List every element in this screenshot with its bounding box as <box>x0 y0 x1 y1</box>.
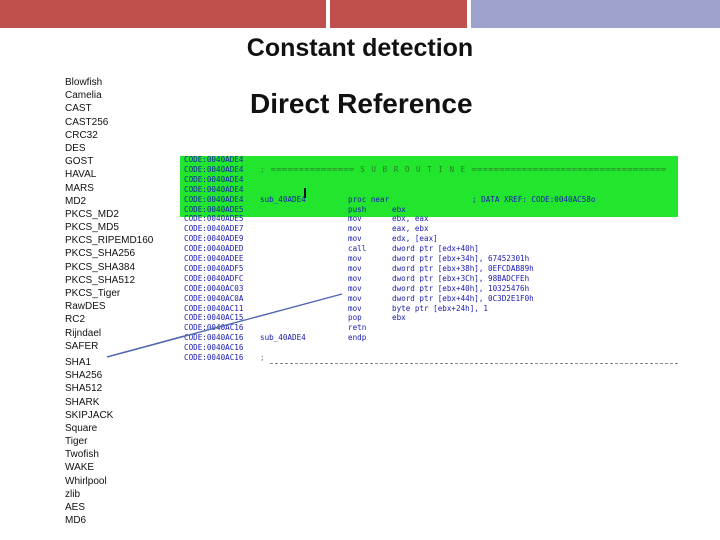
algorithm-item: RC2 <box>65 314 86 326</box>
algorithm-item: Whirlpool <box>65 475 107 487</box>
code-mnemonic: endp <box>348 333 367 343</box>
code-comment: ; DATA XREF: CODE:0040AC58o <box>472 194 596 204</box>
code-label: sub_40ADE4 <box>260 333 306 343</box>
algorithm-item: RawDES <box>65 301 106 313</box>
algorithm-item: SKIPJACK <box>65 409 114 421</box>
code-mnemonic: mov <box>348 283 362 293</box>
code-address: CODE:0040ADFC <box>184 273 244 283</box>
algorithm-item: AES <box>65 502 86 513</box>
code-operands: dword ptr [ebx+40h], 10325476h <box>392 283 530 293</box>
header-bar-middle <box>330 0 467 28</box>
algorithm-item: SHARK <box>65 396 100 408</box>
code-mnemonic: mov <box>348 303 362 313</box>
code-mnemonic: mov <box>348 263 362 273</box>
text-cursor <box>304 188 306 198</box>
code-separator: ; <box>260 353 266 362</box>
code-address: CODE:0040ADE5 <box>184 214 244 224</box>
code-operands: dword ptr [edx+40h] <box>392 244 479 254</box>
code-operands: ebx, eax <box>392 214 429 224</box>
code-operands: ebx <box>392 313 406 323</box>
algorithm-item: SHA256 <box>65 370 103 382</box>
code-address: CODE:0040ADE4 <box>184 155 244 164</box>
code-address: CODE:0040ADE9 <box>184 234 244 244</box>
algorithm-item: SHA1 <box>65 356 92 368</box>
algorithm-item: SHA512 <box>65 383 103 395</box>
code-separator: ; ═══════════════ S U B R O U T I N E ══… <box>260 164 667 174</box>
algorithm-item: PKCS_RIPEMD160 <box>65 235 154 247</box>
algorithm-item: Twofish <box>65 449 99 461</box>
code-mnemonic: mov <box>348 234 362 244</box>
code-operands: dword ptr [ebx+3Ch], 98BADCFEh <box>392 273 530 283</box>
slide-title: Constant detection <box>246 34 474 62</box>
code-address: CODE:0040ADE4 <box>184 164 244 174</box>
code-operands: dword ptr [ebx+44h], 0C3D2E1F0h <box>392 293 534 303</box>
code-mnemonic: mov <box>348 293 362 303</box>
algorithm-item: GOST <box>65 156 94 168</box>
code-address: CODE:0040ADE7 <box>184 224 244 234</box>
code-mnemonic: call <box>348 244 367 254</box>
code-operands: dword ptr [ebx+34h], 67452301h <box>392 254 530 263</box>
highlighted-subroutine <box>180 156 678 217</box>
code-operands: edx, [eax] <box>392 234 438 244</box>
algorithm-item: MARS <box>65 182 94 194</box>
code-operands: ebx <box>392 204 406 214</box>
code-address: CODE:0040ADE4 <box>184 184 244 194</box>
code-mnemonic: mov <box>348 273 362 283</box>
algorithm-item: CAST <box>65 103 92 115</box>
algorithm-item: Square <box>65 422 98 434</box>
code-operands: byte ptr [ebx+24h], 1 <box>392 303 489 313</box>
section-subtitle: Direct Reference <box>250 88 473 119</box>
algorithm-item: PKCS_SHA384 <box>65 261 136 273</box>
code-address: CODE:0040AC03 <box>184 283 244 293</box>
algorithm-item: HAVAL <box>65 169 97 181</box>
code-operands: eax, ebx <box>392 224 429 234</box>
code-address: CODE:0040ADE5 <box>184 204 244 214</box>
code-address: CODE:0040AC16 <box>184 353 244 362</box>
algorithm-item: DES <box>65 142 86 154</box>
algorithm-item: SAFER <box>65 340 99 352</box>
algorithm-item: PKCS_Tiger <box>65 288 121 299</box>
algorithm-item: PKCS_MD5 <box>65 222 119 234</box>
code-address: CODE:0040ADE4 <box>184 194 244 204</box>
algorithm-item: MD6 <box>65 515 87 527</box>
algorithm-item: zlib <box>65 488 81 500</box>
code-mnemonic: mov <box>348 254 362 263</box>
algorithm-item: Rijndael <box>65 327 102 339</box>
code-mnemonic: retn <box>348 323 367 333</box>
code-mnemonic: mov <box>348 214 362 224</box>
algorithm-item: Camelia <box>65 90 102 102</box>
algorithm-item: WAKE <box>65 462 95 474</box>
algorithm-item: Tiger <box>65 436 88 448</box>
algorithm-item: PKCS_MD2 <box>65 208 119 220</box>
listing-separator <box>270 363 678 364</box>
code-mnemonic: mov <box>348 224 362 234</box>
header-bar-left <box>0 0 326 28</box>
code-operands: dword ptr [ebx+38h], 0EFCDAB89h <box>392 263 534 273</box>
code-address: CODE:0040ADEE <box>184 254 244 263</box>
algorithm-item: MD2 <box>65 195 87 207</box>
code-address: CODE:0040ADE4 <box>184 174 244 184</box>
code-address: CODE:0040ADF5 <box>184 263 244 273</box>
algorithm-item: CAST256 <box>65 116 109 128</box>
code-mnemonic: pop <box>348 313 362 323</box>
header-bar-right <box>471 0 720 28</box>
code-address: CODE:0040ADED <box>184 244 244 254</box>
code-mnemonic: proc near <box>348 194 390 204</box>
algorithm-item: CRC32 <box>65 129 98 141</box>
algorithm-item: PKCS_SHA256 <box>65 248 136 260</box>
algorithm-item: PKCS_SHA512 <box>65 274 136 286</box>
code-mnemonic: push <box>348 204 367 214</box>
code-label: sub_40ADE4 <box>260 194 306 204</box>
algorithm-item: Blowfish <box>65 77 103 88</box>
